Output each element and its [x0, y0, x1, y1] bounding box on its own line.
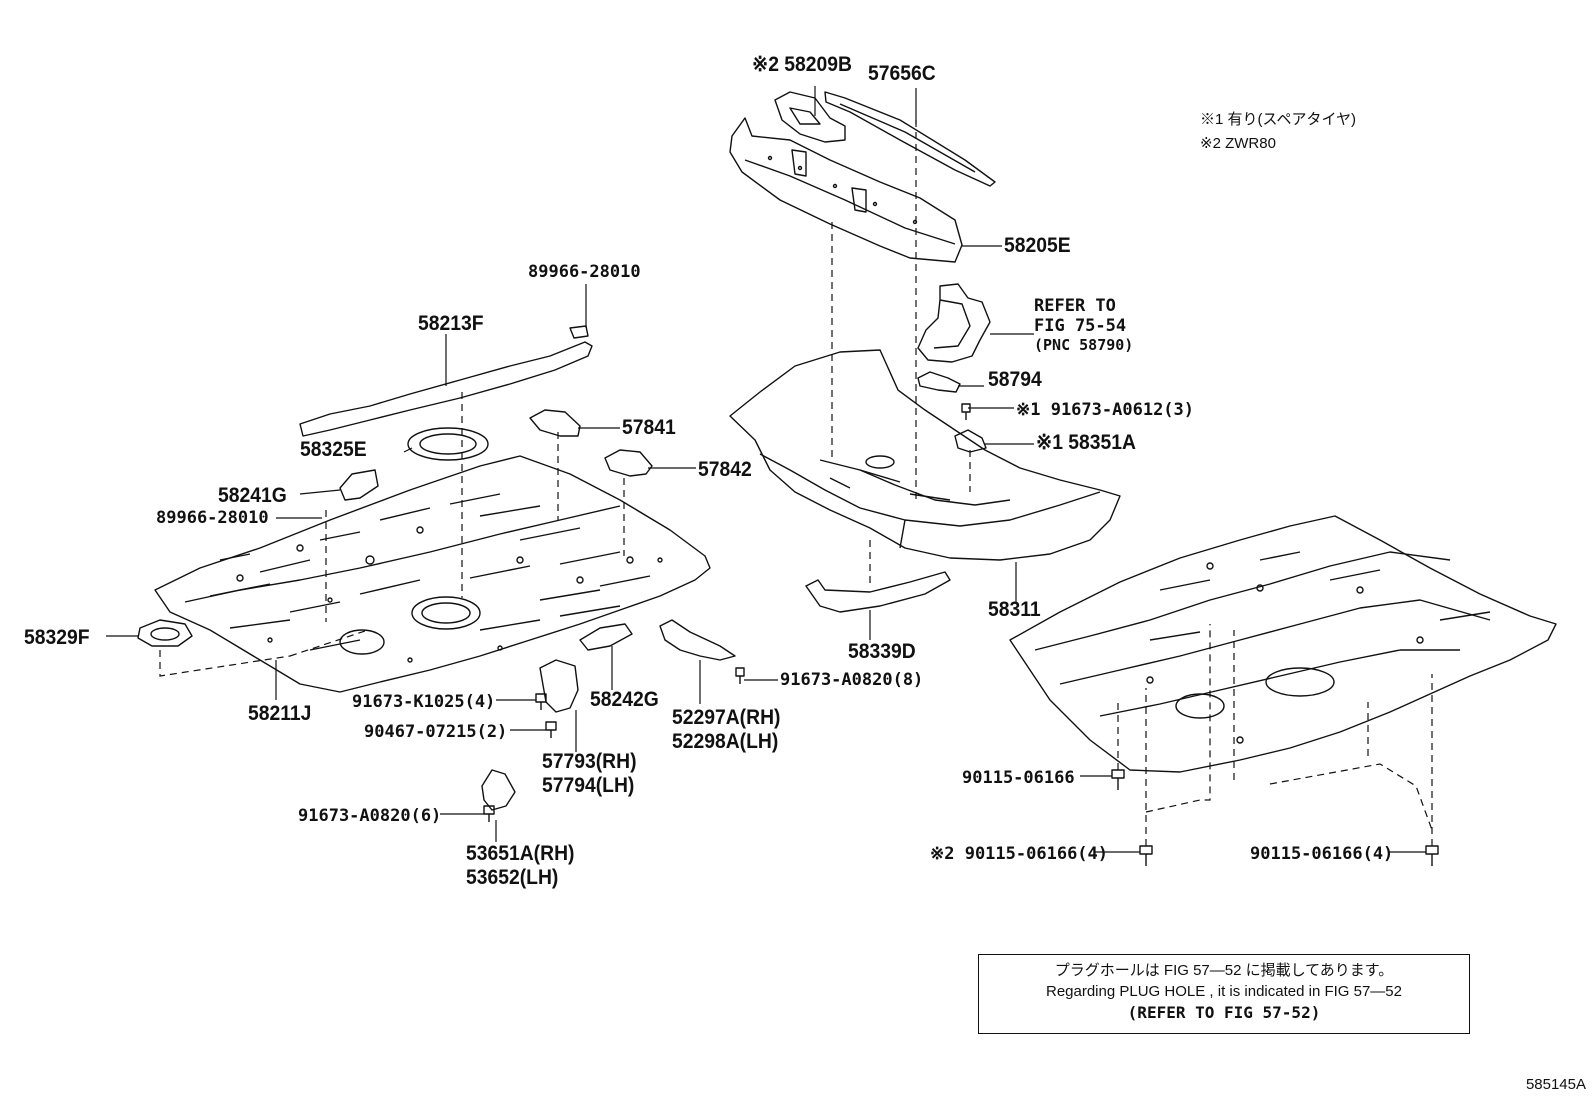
label-90115-06166-x2: ※2 90115-06166(4) [930, 844, 1109, 864]
bracket-53651a [481, 769, 516, 811]
bracket-58790 [917, 283, 991, 363]
label-52297a: 52297A(RH) [672, 706, 781, 729]
rear-floor-pan-58311 [729, 349, 1121, 561]
label-58211j: 58211J [248, 702, 312, 725]
bracket-57793 [539, 659, 579, 713]
bracket-57841 [529, 409, 581, 437]
label-58209b: ※2 58209B [752, 53, 852, 76]
label-58241g: 58241G [218, 484, 287, 507]
bracket-52297a [659, 619, 736, 661]
label-53652: 53652(LH) [466, 866, 559, 889]
panel-58339d [805, 571, 951, 613]
label-90467-07215: 90467-07215(2) [364, 722, 508, 742]
label-58329f: 58329F [24, 626, 90, 649]
strip-58213f [299, 341, 593, 437]
bolt-91673-a0820-6 [483, 805, 495, 822]
label-58339d: 58339D [848, 640, 916, 663]
bolt-90467 [545, 721, 557, 738]
bolt-91673-a0820-8 [735, 667, 745, 684]
label-58205e: 58205E [1004, 234, 1071, 257]
label-58242g: 58242G [590, 688, 659, 711]
ring-58325e [407, 427, 489, 461]
bolt-90115-x2 [1139, 845, 1153, 866]
label-refer-to: REFER TO [1034, 296, 1116, 316]
bracket-57842 [604, 449, 653, 477]
label-58311: 58311 [988, 598, 1041, 621]
cross-member-58209b [774, 91, 846, 143]
label-91673-a0612: ※1 91673-A0612(3) [1016, 400, 1195, 420]
label-91673-k1025: 91673-K1025(4) [352, 692, 496, 712]
label-53651a: 53651A(RH) [466, 842, 575, 865]
cross-member-58205e [729, 117, 963, 263]
label-89966-28010-top: 89966-28010 [528, 262, 641, 282]
label-refer-fig: FIG 75-54 [1034, 316, 1127, 336]
cross-member-57656c [824, 91, 996, 187]
label-52298a: 52298A(LH) [672, 730, 779, 753]
label-90115-06166-4: 90115-06166(4) [1250, 844, 1394, 864]
floor-under-panel [1009, 515, 1557, 773]
bolt-91673-a0612 [961, 403, 971, 420]
label-57842: 57842 [698, 458, 752, 481]
bolt-90115-single [1111, 769, 1125, 790]
note-line-japanese: プラグホールは FIG 57―52 に掲載してあります。 [1054, 962, 1394, 979]
bracket-58794 [917, 371, 961, 393]
label-91673-a0820-8: 91673-A0820(8) [780, 670, 924, 690]
legend-note-2: ※2 ZWR80 [1200, 135, 1276, 152]
front-floor-pan-58211j [154, 455, 711, 693]
bracket-58351a [954, 429, 987, 453]
bolt-90115-4 [1425, 845, 1439, 866]
figure-id: 585145A [1525, 1076, 1586, 1093]
label-58213f: 58213F [418, 312, 484, 335]
bracket-58241g [339, 469, 379, 501]
legend-note-1: ※1 有り(スペアタイヤ) [1200, 111, 1357, 128]
plug-58329f [137, 619, 193, 647]
label-refer-pnc: (PNC 58790) [1034, 336, 1134, 354]
clip-89966-top [569, 325, 589, 339]
note-line-english: Regarding PLUG HOLE , it is indicated in… [1045, 983, 1402, 1000]
label-57841: 57841 [622, 416, 676, 439]
label-58325e: 58325E [300, 438, 367, 461]
label-89966-28010-left: 89966-28010 [156, 508, 269, 528]
label-57656c: 57656C [868, 62, 936, 85]
label-57794: 57794(LH) [542, 774, 635, 797]
plug-hole-note: プラグホールは FIG 57―52 に掲載してあります。 Regarding P… [978, 954, 1470, 1034]
bracket-58242g [579, 623, 633, 651]
label-57793: 57793(RH) [542, 750, 637, 773]
bolt-91673-k1025 [535, 693, 547, 710]
label-58794: 58794 [988, 368, 1042, 391]
label-90115-06166: 90115-06166 [962, 768, 1075, 788]
note-line-refer: (REFER TO FIG 57-52) [1127, 1003, 1321, 1022]
label-58351a: ※1 58351A [1036, 431, 1136, 454]
label-91673-a0820-6: 91673-A0820(6) [298, 806, 442, 826]
